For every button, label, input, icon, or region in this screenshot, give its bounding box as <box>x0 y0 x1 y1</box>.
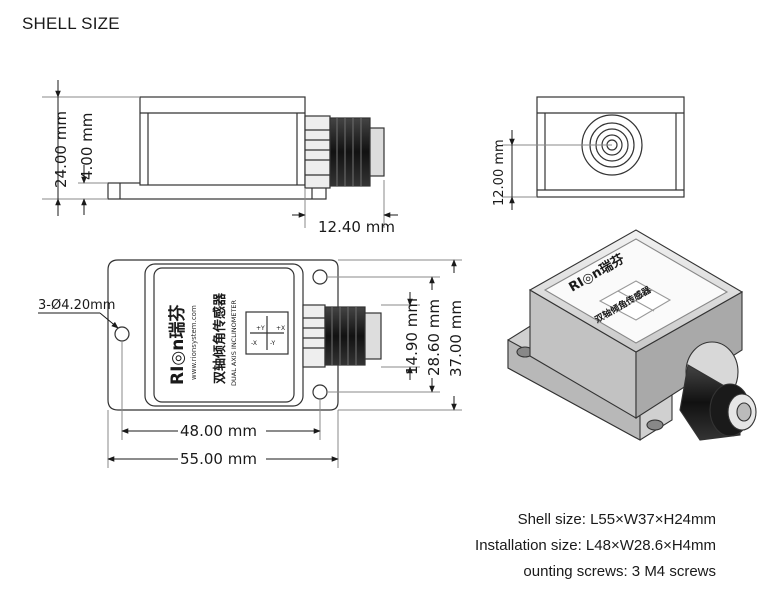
total-width-dimension <box>107 410 339 468</box>
holes-callout <box>38 312 119 329</box>
top-view <box>107 259 382 411</box>
axis-plus-x: +X <box>276 325 285 332</box>
spec-shell-size: Shell size: L55×W37×H24mm <box>517 511 716 528</box>
side-height-dimension <box>42 80 140 216</box>
side-connector-label: 12.40 mm <box>318 218 395 236</box>
side-connector-dimension <box>292 180 398 228</box>
brand-website: www.rionsystem.com <box>190 305 198 380</box>
axis-minus-x: -X <box>251 340 257 347</box>
brand-logo: RI◎n瑞芬 <box>167 304 188 385</box>
spec-mounting-screws: ounting screws: 3 M4 screws <box>523 563 716 580</box>
front-height-dimension <box>502 130 612 210</box>
total-width-label: 55.00 mm <box>180 450 257 468</box>
product-name-cn: 双轴倾角传感器 <box>212 292 228 384</box>
install-height-label: 28.60 mm <box>425 299 443 376</box>
product-name-en: DUAL AXIS INCLINOMETER <box>230 299 238 386</box>
side-view <box>107 96 385 200</box>
install-width-label: 48.00 mm <box>180 422 257 440</box>
axis-minus-y: -Y <box>270 340 275 347</box>
page-title: SHELL SIZE <box>22 14 120 33</box>
isometric-view <box>507 229 757 441</box>
spec-installation-size: Installation size: L48×W28.6×H4mm <box>475 537 716 554</box>
front-view <box>536 96 685 198</box>
front-height-label: 12.00 mm <box>492 139 507 206</box>
side-height-label: 24.00 mm <box>52 111 70 188</box>
axis-plus-y: +Y <box>256 325 265 332</box>
total-height-label: 37.00 mm <box>447 300 465 377</box>
install-width-dimension <box>121 342 321 440</box>
holes-label: 3-Ø4.20mm <box>38 298 115 313</box>
side-base-label: 4.00 mm <box>78 113 96 180</box>
vertical-dimensions <box>328 259 462 411</box>
connector-height-label: 14.90 mm <box>403 298 421 375</box>
